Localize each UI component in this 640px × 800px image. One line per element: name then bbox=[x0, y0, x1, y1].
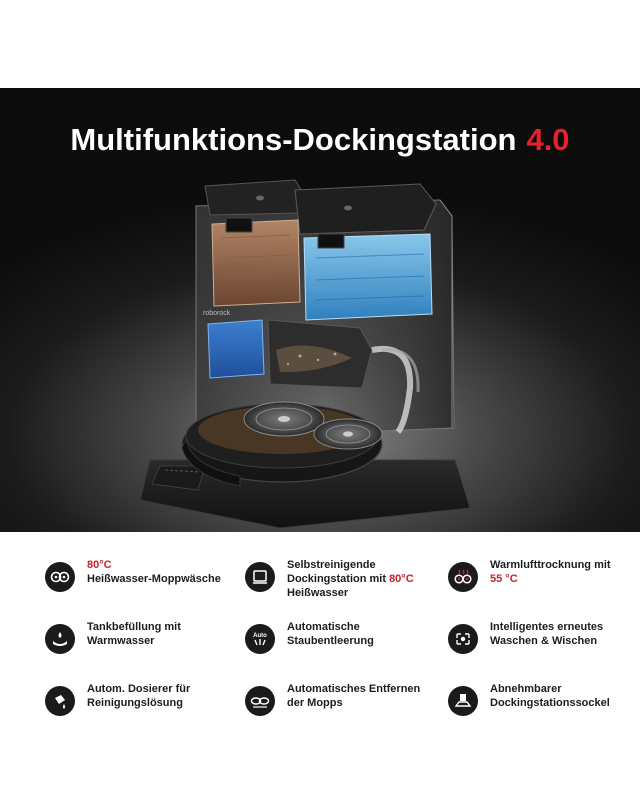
mop-detach-icon bbox=[245, 686, 275, 716]
brand-mark: roborock bbox=[203, 310, 231, 317]
feature-text: 80°C Heißwasser-Moppwäsche bbox=[87, 558, 221, 586]
feature-hot-water-mop-wash: 80°C Heißwasser-Moppwäsche bbox=[45, 558, 221, 592]
detergent-icon bbox=[45, 686, 75, 716]
feature-line: Selbstreinigende bbox=[287, 559, 376, 571]
feature-smart-rewash: Intelligentes erneutes Waschen & Wischen bbox=[448, 620, 603, 654]
feature-self-cleaning-dock: Selbstreinigende Dockingstation mit 80°C… bbox=[245, 558, 414, 600]
feature-text: Selbstreinigende Dockingstation mit 80°C… bbox=[287, 558, 414, 600]
feature-highlight: 80°C bbox=[389, 573, 414, 585]
feature-line: Warmlufttrocknung mit bbox=[490, 559, 611, 571]
feature-line: Dockingstation mit bbox=[287, 573, 390, 585]
feature-line: Waschen & Wischen bbox=[490, 635, 598, 647]
docking-station-illustration: roborock bbox=[139, 179, 471, 529]
water-tank-icon bbox=[45, 624, 75, 654]
wash-icon bbox=[45, 562, 75, 592]
feature-auto-empty: Auto Automatische Staubentleerung bbox=[245, 620, 374, 654]
feature-line: Dockingstationssockel bbox=[490, 697, 610, 709]
base-icon bbox=[448, 686, 478, 716]
feature-detergent-dispenser: Autom. Dosierer für Reinigungslösung bbox=[45, 682, 190, 716]
feature-grid: 80°C Heißwasser-Moppwäsche Selbstreinige… bbox=[0, 532, 640, 800]
feature-highlight: 80°C bbox=[87, 559, 112, 571]
feature-line: Heißwasser bbox=[287, 587, 349, 599]
feature-line: Staubentleerung bbox=[287, 635, 374, 647]
feature-highlight: 55 °C bbox=[490, 573, 518, 585]
feature-mop-detach: Automatisches Entfernen der Mopps bbox=[245, 682, 420, 716]
auto-label: Auto bbox=[253, 633, 267, 639]
feature-line: Autom. Dosierer für bbox=[87, 683, 191, 695]
feature-line: Tankbefüllung mit bbox=[87, 621, 181, 633]
rewash-icon bbox=[448, 624, 478, 654]
feature-line: Intelligentes erneutes bbox=[490, 621, 604, 633]
feature-text: Abnehmbarer Dockingstationssockel bbox=[490, 682, 610, 710]
feature-text: Warmlufttrocknung mit 55 °C bbox=[490, 558, 611, 586]
feature-line: Abnehmbarer bbox=[490, 683, 562, 695]
feature-line: Automatisches Entfernen bbox=[287, 683, 421, 695]
feature-warm-air-drying: Warmlufttrocknung mit 55 °C bbox=[448, 558, 611, 592]
hero-title-version: 4.0 bbox=[526, 122, 570, 157]
feature-text: Automatische Staubentleerung bbox=[287, 620, 374, 648]
hero-title: Multifunktions-Dockingstation 4.0 bbox=[0, 122, 640, 158]
feature-tank-refill: Tankbefüllung mit Warmwasser bbox=[45, 620, 181, 654]
feature-line: Reinigungslösung bbox=[87, 697, 183, 709]
dryer-icon bbox=[448, 562, 478, 592]
feature-line: Warmwasser bbox=[87, 635, 155, 647]
feature-text: Tankbefüllung mit Warmwasser bbox=[87, 620, 181, 648]
feature-removable-base: Abnehmbarer Dockingstationssockel bbox=[448, 682, 610, 716]
feature-line: Heißwasser-Moppwäsche bbox=[87, 573, 221, 585]
feature-line: der Mopps bbox=[287, 697, 343, 709]
dock-icon bbox=[245, 562, 275, 592]
hero-banner: Multifunktions-Dockingstation 4.0 bbox=[0, 88, 640, 532]
feature-text: Automatisches Entfernen der Mopps bbox=[287, 682, 420, 710]
feature-line: Automatische bbox=[287, 621, 360, 633]
hero-title-text: Multifunktions-Dockingstation bbox=[70, 122, 517, 157]
auto-empty-icon: Auto bbox=[245, 624, 275, 654]
feature-text: Autom. Dosierer für Reinigungslösung bbox=[87, 682, 190, 710]
feature-text: Intelligentes erneutes Waschen & Wischen bbox=[490, 620, 603, 648]
